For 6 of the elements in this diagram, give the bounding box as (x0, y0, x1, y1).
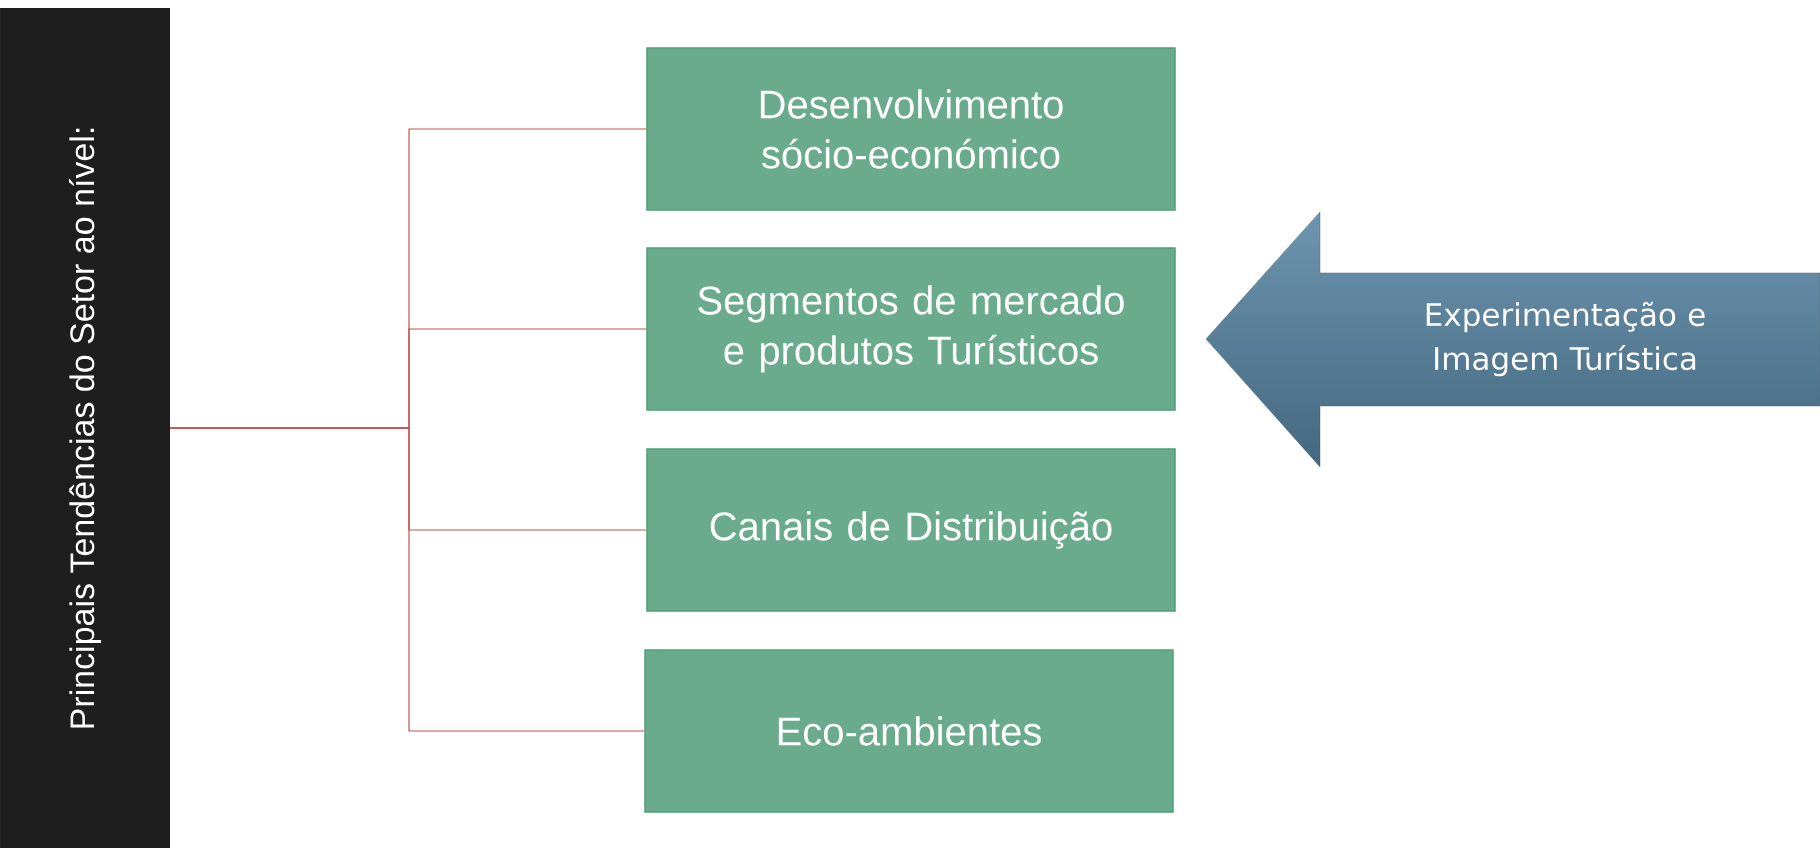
topic-box: Segmentos de mercado e produtos Turísticos (646, 247, 1176, 411)
topic-box: Eco-ambientes (644, 649, 1174, 813)
connector-line (169, 427, 645, 732)
topic-box: Desenvolvimento sócio-económico (646, 47, 1176, 211)
title-bar: Principais Tendências do Setor ao nível: (0, 8, 170, 848)
topic-box: Canais de Distribuição (646, 448, 1176, 612)
